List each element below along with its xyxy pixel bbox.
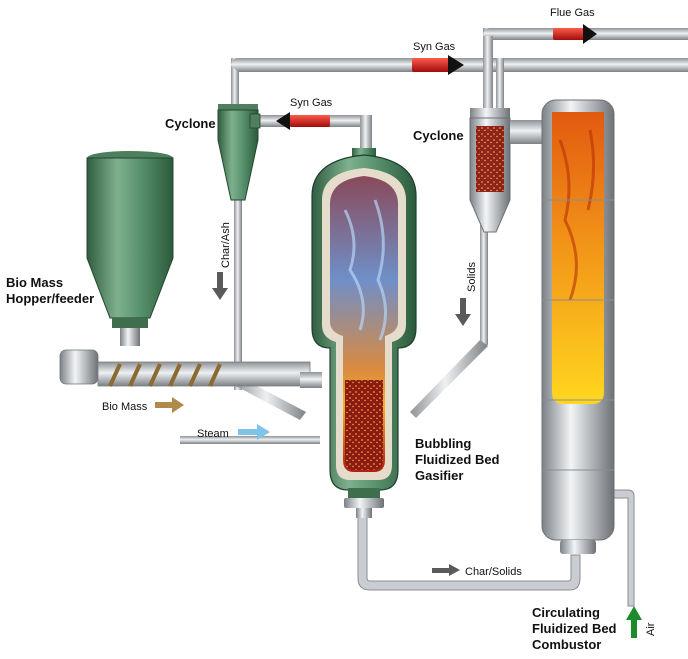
solids-arrow (455, 298, 471, 326)
hopper-label-line2: Hopper/feeder (6, 291, 94, 306)
combustor-label-line1: Circulating (532, 605, 600, 620)
combustor-label-line2: Fluidized Bed (532, 621, 617, 636)
char-ash-arrow (212, 272, 228, 300)
syn-gas-left-label: Syn Gas (290, 97, 333, 109)
flue-gas-label: Flue Gas (550, 7, 595, 19)
circulating-fluidized-bed-combustor (541, 99, 615, 554)
bio-mass-arrow (155, 397, 184, 413)
char-solids-pipe (357, 514, 581, 591)
combustor-label-line3: Combustor (532, 637, 601, 652)
hopper-label-line1: Bio Mass (6, 275, 63, 290)
syn-gas-top-arrow (412, 55, 464, 75)
char-ash-pipe (234, 200, 306, 420)
air-label: Air (645, 622, 657, 636)
steam-label: Steam (197, 428, 229, 440)
syn-gas-left-arrow (276, 112, 330, 130)
syn-gas-top-label: Syn Gas (413, 41, 456, 53)
steam-arrow (238, 424, 270, 440)
left-cyclone (217, 104, 261, 201)
char-solids-label: Char/Solids (465, 566, 522, 578)
cyclone-right-label: Cyclone (413, 128, 464, 143)
biomass-hopper (86, 151, 174, 346)
screw-feeder (59, 349, 322, 388)
air-arrow (626, 606, 642, 638)
char-ash-label: Char/Ash (220, 222, 232, 268)
steam-pipe (180, 436, 320, 444)
right-cyclone (469, 108, 550, 233)
air-pipe (607, 489, 635, 607)
flue-gas-arrow (553, 24, 597, 44)
gasifier-label-line3: Gasifier (415, 468, 463, 483)
solids-pipe (410, 225, 488, 418)
char-solids-arrow (432, 564, 460, 576)
solids-label: Solids (466, 262, 478, 292)
cyclone-left-label: Cyclone (165, 116, 216, 131)
bio-mass-label: Bio Mass (102, 401, 148, 413)
gasifier-label-line1: Bubbling (415, 436, 471, 451)
bubbling-fluidized-bed-gasifier (311, 148, 417, 518)
gasifier-label-line2: Fluidized Bed (415, 452, 500, 467)
